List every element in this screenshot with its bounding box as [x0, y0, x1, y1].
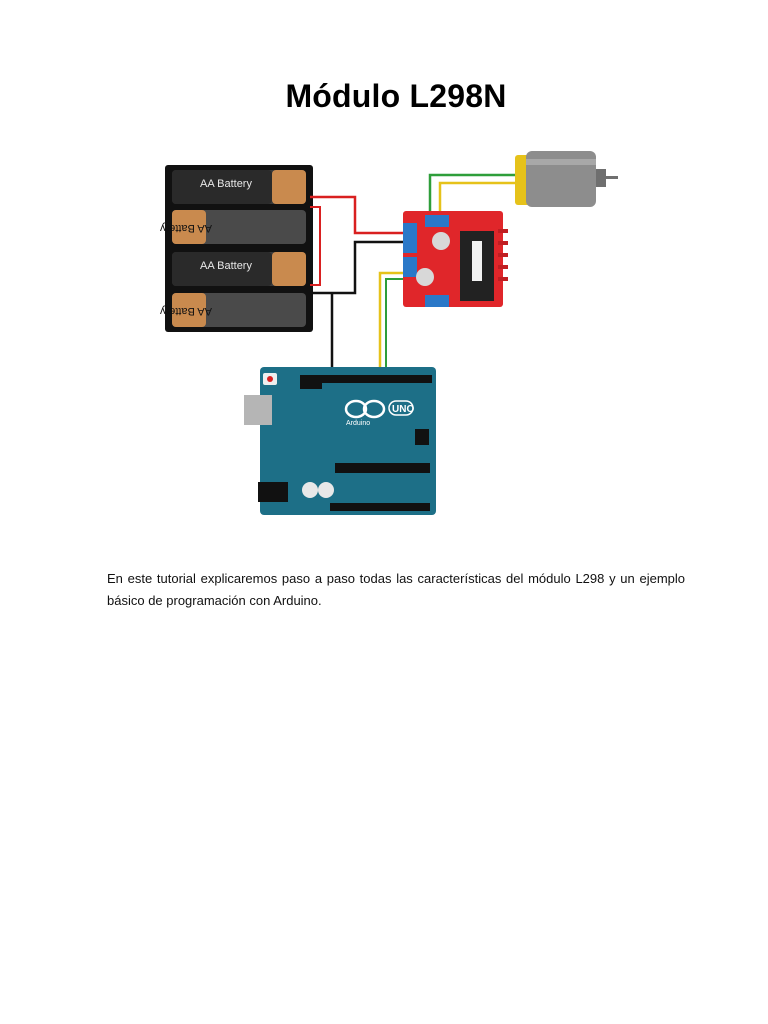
battery-label: AA Battery — [160, 305, 212, 317]
battery-holder-icon: AA Battery AA Battery AA Battery AA Batt… — [160, 165, 321, 332]
l298n-module-icon — [403, 211, 508, 307]
battery-cell: AA Battery — [160, 210, 306, 244]
battery-label: AA Battery — [160, 222, 212, 234]
battery-label: AA Battery — [200, 260, 252, 272]
battery-cell: AA Battery — [172, 170, 306, 204]
arduino-logo-text: UNO — [392, 404, 414, 415]
battery-label: AA Battery — [200, 178, 252, 190]
intro-paragraph: En este tutorial explicaremos paso a pas… — [107, 571, 685, 608]
battery-cell: AA Battery — [160, 293, 306, 327]
wiring-diagram: AA Battery AA Battery AA Battery AA Batt… — [160, 145, 620, 520]
dc-motor-icon — [515, 151, 618, 207]
page-title: Módulo L298N — [285, 78, 507, 114]
battery-cell: AA Battery — [172, 252, 306, 286]
arduino-brand: Arduino — [346, 420, 370, 427]
arduino-uno-icon: UNO Arduino — [244, 367, 436, 515]
